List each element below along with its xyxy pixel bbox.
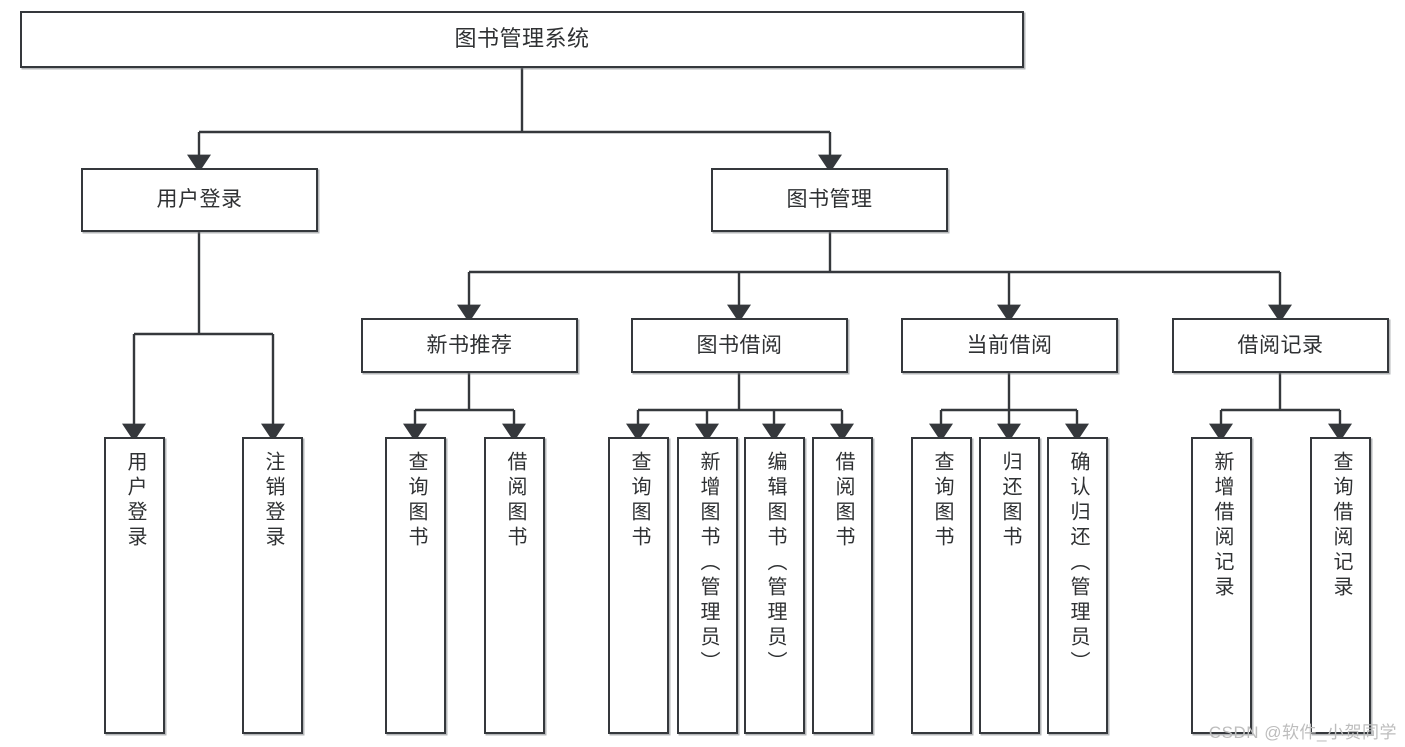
node-current-borrowing[interactable]: 当前借阅 (901, 318, 1118, 373)
leaf-return-books[interactable]: 归还图书 (979, 437, 1040, 734)
node-new-book-recommendation[interactable]: 新书推荐 (361, 318, 578, 373)
leaf-borrow-books-borrow[interactable]: 借阅图书 (812, 437, 873, 734)
node-label: 用户登录 (124, 451, 146, 551)
node-root-system[interactable]: 图书管理系统 (20, 11, 1024, 68)
node-label: 图书管理系统 (454, 26, 590, 52)
node-label: 借阅图书 (504, 451, 526, 551)
leaf-add-borrow-record[interactable]: 新增借阅记录 (1191, 437, 1252, 734)
node-label: 借阅图书 (832, 451, 854, 551)
leaf-user-login[interactable]: 用户登录 (104, 437, 165, 734)
node-label: 新书推荐 (426, 333, 513, 357)
leaf-query-books-current[interactable]: 查询图书 (911, 437, 972, 734)
leaf-edit-book-admin[interactable]: 编辑图书（管理员） (744, 437, 805, 734)
node-user-login[interactable]: 用户登录 (81, 168, 318, 232)
leaf-borrow-books-recommend[interactable]: 借阅图书 (484, 437, 545, 734)
node-label: 借阅记录 (1237, 333, 1324, 357)
node-label: 用户登录 (156, 188, 243, 212)
node-label: 查询借阅记录 (1330, 451, 1352, 601)
node-label: 注销登录 (262, 451, 284, 551)
node-label: 编辑图书（管理员） (764, 451, 786, 676)
watermark: CSDN @软件_小贺同学 (1208, 723, 1397, 742)
node-label: 查询图书 (931, 451, 953, 551)
leaf-add-book-admin[interactable]: 新增图书（管理员） (677, 437, 738, 734)
node-label: 归还图书 (999, 451, 1021, 551)
node-label: 新增图书（管理员） (697, 451, 719, 676)
node-label: 查询图书 (405, 451, 427, 551)
node-label: 图书借阅 (696, 333, 783, 357)
node-book-management[interactable]: 图书管理 (711, 168, 948, 232)
leaf-query-books-recommend[interactable]: 查询图书 (385, 437, 446, 734)
node-label: 查询图书 (628, 451, 650, 551)
node-book-borrowing[interactable]: 图书借阅 (631, 318, 848, 373)
node-borrowing-records[interactable]: 借阅记录 (1172, 318, 1389, 373)
node-label: 确认归还（管理员） (1067, 451, 1089, 676)
node-label: 图书管理 (786, 188, 873, 212)
node-label: 新增借阅记录 (1211, 451, 1233, 601)
leaf-query-borrow-record[interactable]: 查询借阅记录 (1310, 437, 1371, 734)
leaf-logout[interactable]: 注销登录 (242, 437, 303, 734)
leaf-query-books-borrow[interactable]: 查询图书 (608, 437, 669, 734)
node-label: 当前借阅 (966, 333, 1053, 357)
leaf-confirm-return-admin[interactable]: 确认归还（管理员） (1047, 437, 1108, 734)
